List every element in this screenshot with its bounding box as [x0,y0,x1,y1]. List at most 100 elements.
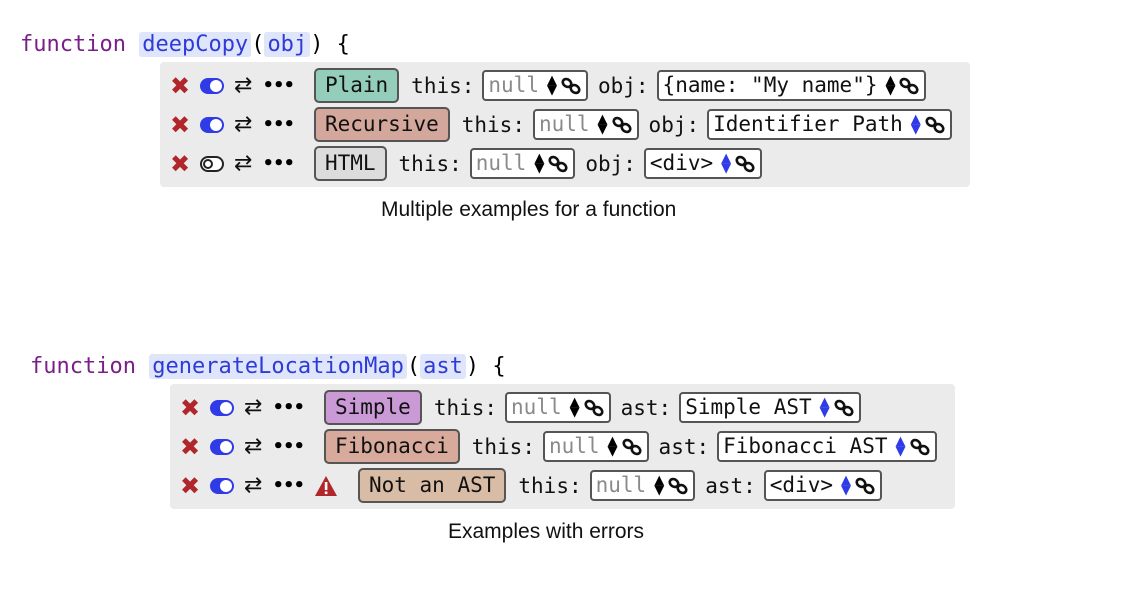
toggle-icon[interactable] [210,438,234,455]
x-icon[interactable]: ✖ [169,149,191,178]
this-value-field[interactable]: null ▲▼ [532,109,639,140]
arg-label: obj: [585,151,636,176]
toggle-icon[interactable] [200,116,224,133]
x-icon[interactable]: ✖ [179,432,201,461]
swap-arrows-icon[interactable]: ⇄ [234,73,253,98]
arg-label: ast: [620,395,672,420]
arg-value-text: {name: "My name"} [662,73,878,97]
spinner-arrows-icon[interactable]: ▲▼ [721,150,732,176]
this-value-field[interactable]: null▲▼ [505,392,611,423]
link-icon[interactable] [583,399,605,417]
link-icon[interactable] [833,399,855,417]
link-icon[interactable] [909,438,931,456]
this-value-text: null [538,112,590,136]
example-name-chip[interactable]: Plain [313,68,400,103]
link-icon[interactable] [734,155,756,173]
ellipsis-icon[interactable]: ••• [262,114,295,135]
spinner-arrows-icon[interactable]: ▲▼ [607,433,618,459]
function-signature: function deepCopy(obj) { [20,28,970,62]
example-name-chip[interactable]: HTML [313,146,387,181]
caption-examples-with-errors: Examples with errors [448,520,645,543]
function-keyword: function [20,32,126,57]
spinner-arrows-icon[interactable]: ▲▼ [546,72,557,98]
function-block-generatelocationmap: function generateLocationMap(ast) {✖⇄•••… [30,350,955,509]
arg-value-field[interactable]: <div> ▲▼ [643,148,763,179]
arg-value-text: Fibonacci AST [723,434,888,458]
function-keyword: function [30,354,136,379]
spinner-arrows-icon[interactable]: ▲▼ [885,72,896,98]
toggle-icon[interactable] [210,399,234,416]
link-icon[interactable] [547,155,569,173]
swap-arrows-icon[interactable]: ⇄ [244,434,263,459]
example-row: ✖ ⇄ ••• Plain this: null▲▼ obj: {name: "My name… [170,66,962,105]
toggle-icon[interactable] [200,77,224,94]
spinner-arrows-icon[interactable]: ▲▼ [654,472,665,498]
spinner-arrows-icon[interactable]: ▲▼ [910,111,921,137]
swap-arrows-icon[interactable]: ⇄ [244,473,263,498]
example-name-chip[interactable]: Not an AST [357,468,507,503]
x-icon[interactable]: ✖ [169,110,191,139]
this-value-field[interactable]: null▲▼ [482,70,588,101]
this-label: this: [411,73,475,98]
spinner-arrows-icon[interactable]: ▲▼ [840,472,851,498]
ellipsis-icon[interactable]: ••• [262,153,295,174]
arg-value-text: <div> [769,473,833,497]
spinner-arrows-icon[interactable]: ▲▼ [597,111,608,137]
arg-value-text: <div> [649,151,714,175]
this-value-field[interactable]: null ▲▼ [589,470,696,501]
ellipsis-icon[interactable]: ••• [272,475,305,496]
this-label: this: [518,473,582,498]
this-label: this: [433,395,498,420]
swap-arrows-icon[interactable]: ⇄ [234,112,253,137]
arg-value-field[interactable]: {name: "My name"} ▲▼ [656,70,927,101]
caption-multiple-examples: Multiple examples for a function [381,198,677,221]
link-icon[interactable] [621,438,643,456]
ellipsis-icon[interactable]: ••• [272,397,305,418]
arg-value-field[interactable]: Fibonacci AST ▲▼ [717,431,937,462]
arg-label: obj: [597,73,649,98]
this-value-field[interactable]: null ▲▼ [469,148,576,179]
function-name[interactable]: generateLocationMap [149,354,407,379]
this-value-text: null [595,473,647,497]
this-label: this: [461,112,525,137]
toggle-icon[interactable] [210,477,234,494]
spinner-arrows-icon[interactable]: ▲▼ [895,433,906,459]
x-icon[interactable]: ✖ [169,71,191,100]
spinner-arrows-icon[interactable]: ▲▼ [569,394,580,420]
ellipsis-icon[interactable]: ••• [262,75,295,96]
warning-icon [314,475,338,497]
spinner-arrows-icon[interactable]: ▲▼ [534,150,545,176]
link-icon[interactable] [611,116,633,134]
arg-value-field[interactable]: Simple AST▲▼ [679,392,861,423]
parameter-name[interactable]: ast [420,354,466,379]
spinner-arrows-icon[interactable]: ▲▼ [819,394,830,420]
arg-label: ast: [658,434,710,459]
link-icon[interactable] [924,116,946,134]
this-value-field[interactable]: null▲▼ [542,431,649,462]
swap-arrows-icon[interactable]: ⇄ [244,395,263,420]
example-name-chip[interactable]: Simple [323,390,422,425]
x-icon[interactable]: ✖ [179,471,201,500]
arg-label: ast: [705,473,756,498]
example-row: ✖ ⇄ ••• Not an AST this: null ▲▼ ast: <div> ▲▼ [180,466,947,505]
example-name-chip[interactable]: Recursive [313,107,450,142]
arg-value-field[interactable]: Identifier Path▲▼ [707,109,952,140]
examples-panel: ✖ ⇄ ••• Plain this: null ▲▼ obj: {name: "My name… [160,62,970,187]
arg-label: obj: [648,112,700,137]
link-icon[interactable] [667,477,689,495]
link-icon[interactable] [560,77,582,95]
x-icon[interactable]: ✖ [179,393,201,422]
arg-value-field[interactable]: <div> ▲▼ [763,470,882,501]
example-name-chip[interactable]: Fibonacci [323,429,460,464]
ellipsis-icon[interactable]: ••• [272,436,305,457]
toggle-icon[interactable] [200,155,224,172]
link-icon[interactable] [898,77,920,95]
function-name[interactable]: deepCopy [139,32,252,57]
this-value-text: null [475,151,527,175]
swap-arrows-icon[interactable]: ⇄ [234,151,253,176]
link-icon[interactable] [854,477,876,495]
parameter-name[interactable]: obj [264,32,311,57]
